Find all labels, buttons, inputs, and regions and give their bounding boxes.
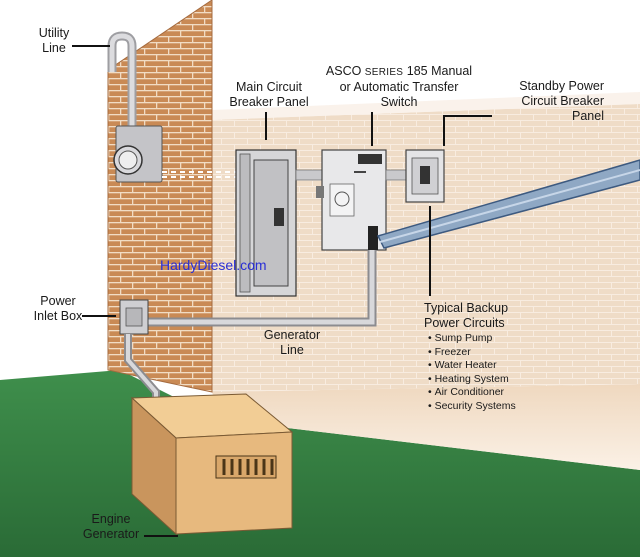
watermark-text: HardyDiesel.com — [160, 257, 267, 273]
standby-panel-leader — [443, 115, 492, 146]
main-panel-label: Main Circuit Breaker Panel — [229, 80, 309, 109]
main-panel-switch — [274, 208, 284, 226]
generator-front — [175, 431, 293, 535]
power-inlet-label: Power Inlet Box — [33, 294, 83, 323]
floor-area — [212, 384, 640, 470]
circuit-item: Water Heater — [428, 359, 516, 373]
circuit-item: Heating System — [428, 373, 516, 387]
backup-circuits-title: Typical Backup Power Circuits — [424, 301, 509, 330]
generator-line-label: Generator Line — [263, 328, 321, 357]
circuit-item: Freezer — [428, 346, 516, 360]
outgoing-conduit — [376, 159, 640, 249]
backup-circuits-list: Sump Pump Freezer Water Heater Heating S… — [428, 332, 516, 413]
circuit-item: Security Systems — [428, 400, 516, 414]
engine-generator-label: Engine Generator — [82, 512, 140, 541]
standby-panel-label: Standby Power Circuit Breaker Panel — [519, 79, 604, 123]
circuit-item: Sump Pump — [428, 332, 516, 346]
circuit-item: Air Conditioner — [428, 386, 516, 400]
utility-line-label: Utility Line — [38, 26, 70, 55]
